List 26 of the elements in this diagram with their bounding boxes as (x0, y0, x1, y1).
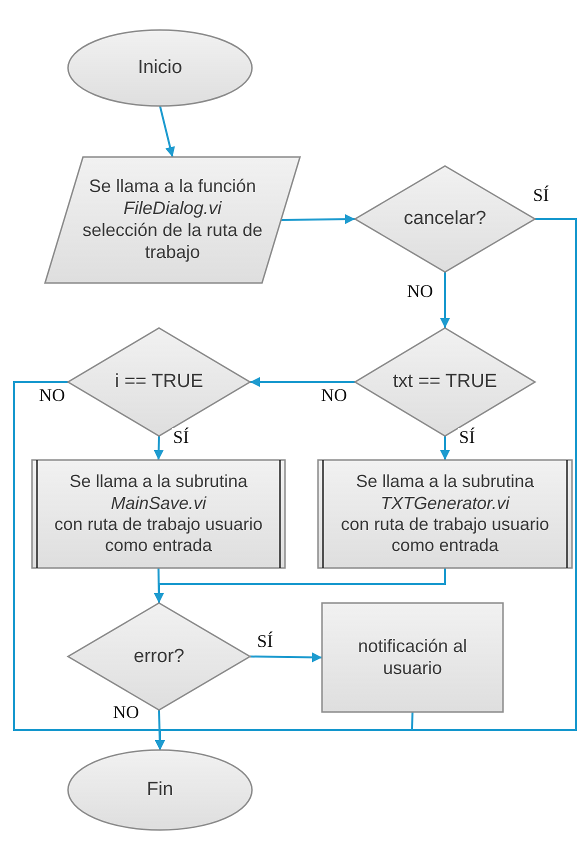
arrow (250, 377, 355, 387)
node-text: Se llama a la subrutina MainSave.vi con ruta de trabajo usuario como entrada (53, 471, 264, 557)
arrow (440, 436, 450, 460)
end-terminal (68, 750, 252, 830)
node-text: Se llama a la subrutina TXTGenerator.vi con ruta de trabajo usuario como entrada (340, 471, 550, 557)
arrow (250, 652, 322, 662)
start-terminal (68, 30, 252, 106)
node-text: cancelar? (404, 207, 486, 231)
node-text: Se llama a la función FileDialog.vi selección de la ruta de trabajo (81, 176, 264, 264)
process-box (322, 603, 503, 712)
subroutine-box (318, 460, 572, 568)
arrow (159, 106, 175, 158)
node-text: txt == TRUE (392, 370, 498, 394)
decision-diamond (355, 166, 535, 272)
node-text: Inicio (138, 56, 182, 80)
arrow (155, 712, 414, 750)
node-text: i == TRUE (114, 370, 204, 394)
arrow (154, 436, 164, 460)
input-parallelogram (45, 157, 300, 283)
arrow (440, 272, 450, 328)
node-text: error? (134, 644, 184, 668)
node-text: notificación al usuario (356, 636, 468, 680)
node-text: Fin (146, 778, 174, 802)
arrow (154, 568, 446, 603)
arrow (280, 214, 356, 224)
subroutine-box (32, 460, 285, 568)
